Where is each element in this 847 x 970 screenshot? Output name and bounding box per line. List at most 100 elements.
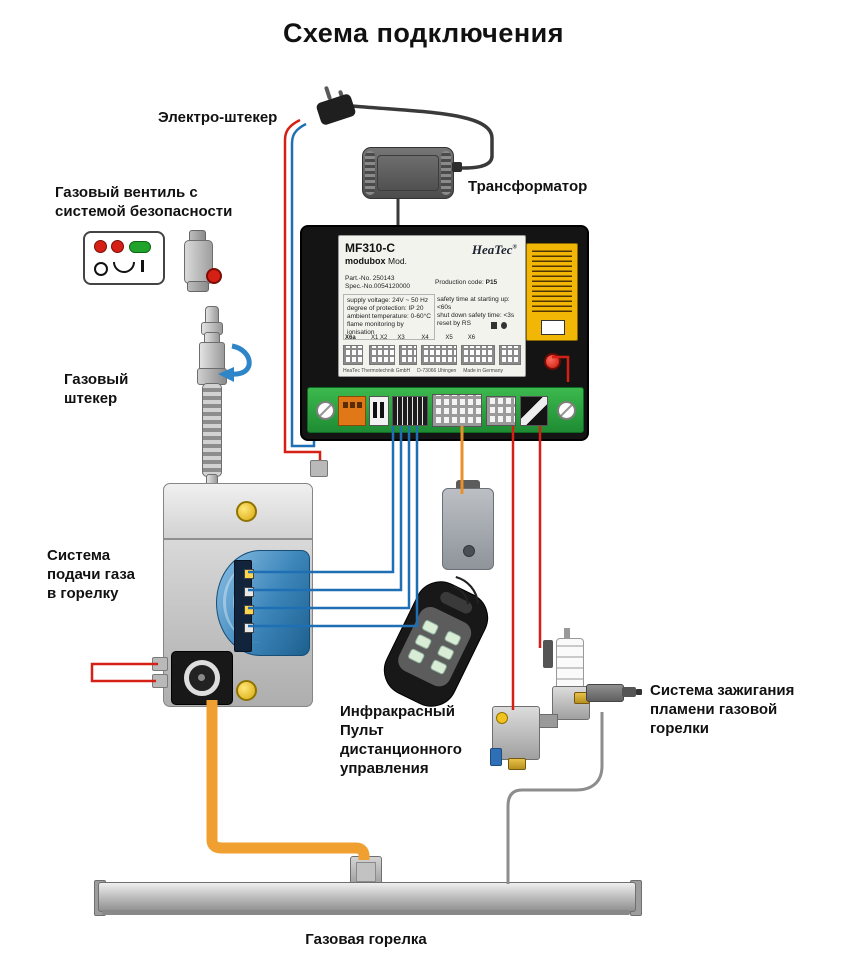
coil-terminal-tab — [152, 657, 168, 671]
remote-button — [407, 647, 426, 664]
yellow-screw — [236, 501, 257, 522]
registered-mark: ® — [512, 244, 517, 251]
terminal-block — [421, 345, 457, 365]
panel-footer-text: HeaTec Thermotechnik GmbH D-73066 Uhinge… — [343, 368, 503, 374]
terminal-pin — [244, 605, 254, 615]
fan-arc — [223, 561, 298, 643]
infrared-remote — [375, 572, 497, 716]
transformer-box — [362, 147, 462, 199]
label-line: Газовый вентиль с — [55, 184, 198, 201]
production-code: Production code: P15 — [435, 279, 497, 287]
safety-line: reset by RS — [437, 320, 471, 327]
spec-line: supply voltage: 24V ~ 50 Hz — [347, 297, 429, 304]
strip-screw-left — [316, 401, 335, 420]
series-suffix: Mod. — [388, 256, 407, 266]
remote-button — [421, 618, 440, 636]
remote-keypad — [394, 602, 476, 691]
unit-label-panel: HeaTec® MF310-C modubox Mod. Part.-No. 2… — [338, 235, 526, 377]
gas-valve-device — [176, 228, 230, 294]
solenoid-dot — [496, 712, 508, 724]
terminal-block — [343, 345, 363, 365]
spec-number: Spec.-No.0054120000 — [345, 283, 411, 290]
label-line: управления — [340, 760, 429, 777]
blue-fan-module — [216, 550, 310, 656]
gas-hose — [202, 383, 222, 477]
spec-line: flame monitoring by ionisation — [347, 321, 404, 336]
label-line: подачи газа — [47, 566, 135, 583]
series-bold: modubox — [345, 256, 386, 266]
label-gas-supply: Система подачи газа в горелку — [47, 546, 135, 603]
coil-terminal-tab — [152, 674, 168, 688]
spec-box: supply voltage: 24V ~ 50 Hz degree of pr… — [343, 294, 435, 340]
burner-connector-face — [356, 862, 376, 882]
terminal-block — [499, 345, 521, 365]
valve-on-symbol — [141, 260, 144, 272]
valve-red-button-icon — [111, 240, 124, 253]
part-number: Part.-No. 250143 — [345, 275, 395, 282]
blue-fitting — [490, 748, 502, 766]
safety-line: shut down safety time: <3s — [437, 312, 515, 319]
control-unit: HeaTec® MF310-C modubox Mod. Part.-No. 2… — [300, 225, 589, 441]
ionisation-icon — [501, 322, 507, 329]
spec-line: ambient temperature: 0-60°C — [347, 313, 431, 320]
model-number: MF310-C — [345, 241, 396, 255]
rotation-arrow-icon — [231, 343, 252, 377]
label-line: пламени газовой — [650, 701, 778, 718]
ceramic-insulator — [556, 638, 584, 690]
coil-housing — [171, 651, 233, 705]
transformer-fins-left — [365, 151, 375, 195]
terminal-strip — [307, 387, 584, 433]
coil-center — [198, 674, 205, 681]
label-gas-plug: Газовый штекер — [64, 370, 128, 408]
burner-bar-shadow — [102, 910, 630, 915]
brand-text: HeaTec — [471, 242, 513, 257]
remote-button — [443, 629, 463, 647]
remote-button — [436, 643, 456, 661]
label-gas-valve: Газовый вентиль с системой безопасности — [55, 183, 232, 221]
warning-label-text-lines — [532, 250, 572, 312]
label-burner: Газовая горелка — [305, 931, 427, 948]
label-electro-plug: Электро-штекер — [158, 109, 278, 126]
valve-green-button-icon — [129, 241, 151, 253]
connector-hole — [350, 402, 355, 408]
page-title: Схема подключения — [282, 18, 565, 48]
sensor-hole — [463, 545, 475, 557]
multipin-connector — [432, 394, 482, 427]
ignition-nozzle — [636, 689, 642, 695]
label-transformer: Трансформатор — [468, 178, 588, 195]
valve-switch-arc — [113, 262, 135, 273]
remote-button — [429, 658, 449, 675]
label-line: системой безопасности — [55, 203, 233, 220]
valve-off-symbol — [94, 262, 108, 276]
connector-hole — [357, 402, 362, 408]
terminal-block — [461, 345, 495, 365]
electrode-bracket — [543, 640, 553, 668]
gas-supply-unit — [152, 483, 313, 707]
label-line: Система зажигания — [650, 682, 795, 699]
sensor-body — [442, 488, 494, 570]
label-line: штекер — [64, 390, 118, 407]
cable-gland — [452, 162, 462, 172]
connector-pin — [380, 402, 384, 418]
diagonal-connector — [520, 396, 548, 426]
warning-label — [526, 243, 578, 341]
comb-connector — [392, 396, 428, 426]
label-line: горелки — [650, 720, 709, 737]
series-name: modubox Mod. — [345, 256, 407, 266]
plug-body — [315, 93, 357, 126]
orange-connector — [338, 396, 366, 426]
ignition-tip — [622, 687, 636, 697]
gas-valve-control-icon — [83, 231, 165, 285]
terminal-block — [369, 345, 395, 365]
power-plug-icon — [310, 84, 374, 132]
ignition-system — [488, 628, 658, 780]
ignition-barrel — [586, 684, 624, 702]
brass-screw — [508, 758, 526, 770]
terminal-x6a-label: X6a — [345, 335, 356, 341]
valve-red-button-icon — [94, 240, 107, 253]
remote-button — [414, 632, 433, 650]
connector-pin — [373, 402, 377, 418]
label-remote: Инфракрасный Пульт дистанционного управл… — [340, 702, 462, 778]
label-line: в горелку — [47, 585, 119, 602]
